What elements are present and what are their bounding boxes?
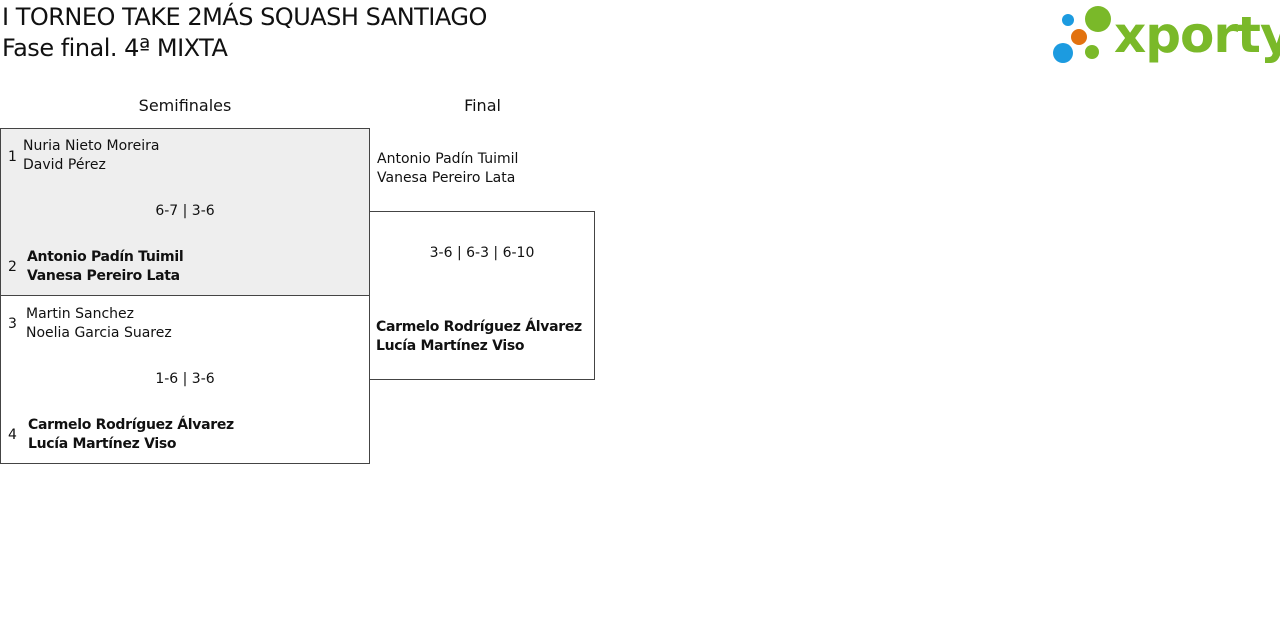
team-top: Nuria Nieto Moreira David Pérez [23, 137, 159, 175]
player-name: Martin Sanchez [26, 306, 134, 322]
team-bottom-winner: Carmelo Rodríguez Álvarez Lucía Martínez… [28, 416, 234, 454]
tournament-title: I TORNEO TAKE 2MÁS SQUASH SANTIAGO [2, 3, 487, 31]
player-name: Carmelo Rodríguez Álvarez [376, 319, 582, 335]
match-score: 3-6 | 6-3 | 6-10 [429, 245, 535, 261]
match-score: 1-6 | 3-6 [155, 371, 215, 387]
player-name: Antonio Padín Tuimil [377, 151, 519, 167]
team-bottom-winner: Antonio Padín Tuimil Vanesa Pereiro Lata [27, 248, 184, 286]
final-match[interactable]: 3-6 | 6-3 | 6-10 Carmelo Rodríguez Álvar… [369, 211, 595, 380]
logo-text: xporty [1114, 6, 1280, 64]
semifinal-match-1[interactable]: 1 Nuria Nieto Moreira David Pérez 6-7 | … [0, 128, 370, 297]
logo-dots-icon [1053, 6, 1111, 63]
player-name: Nuria Nieto Moreira [23, 138, 160, 154]
round-header-final: Final [464, 96, 501, 115]
player-name: Noelia Garcia Suarez [26, 325, 172, 341]
seed-number: 4 [8, 427, 17, 443]
page-title: I TORNEO TAKE 2MÁS SQUASH SANTIAGO Fase … [2, 2, 487, 64]
player-name: Lucía Martínez Viso [376, 338, 525, 354]
team-top: Martin Sanchez Noelia Garcia Suarez [26, 305, 172, 343]
final-team-bottom-winner: Carmelo Rodríguez Álvarez Lucía Martínez… [376, 318, 582, 356]
player-name: David Pérez [23, 157, 106, 173]
xporty-logo[interactable]: xporty [1050, 4, 1280, 66]
player-name: Antonio Padín Tuimil [27, 249, 184, 265]
seed-number: 2 [8, 259, 17, 275]
match-score: 6-7 | 3-6 [155, 203, 215, 219]
player-name: Vanesa Pereiro Lata [27, 268, 180, 284]
player-name: Lucía Martínez Viso [28, 436, 177, 452]
player-name: Carmelo Rodríguez Álvarez [28, 417, 234, 433]
semifinal-match-2[interactable]: 3 Martin Sanchez Noelia Garcia Suarez 1-… [0, 295, 370, 464]
player-name: Vanesa Pereiro Lata [377, 170, 516, 186]
phase-title: Fase final. 4ª MIXTA [2, 34, 228, 62]
final-team-top: Antonio Padín Tuimil Vanesa Pereiro Lata [377, 150, 518, 188]
round-header-semifinals: Semifinales [138, 96, 232, 115]
seed-number: 3 [8, 316, 17, 332]
seed-number: 1 [8, 149, 17, 165]
